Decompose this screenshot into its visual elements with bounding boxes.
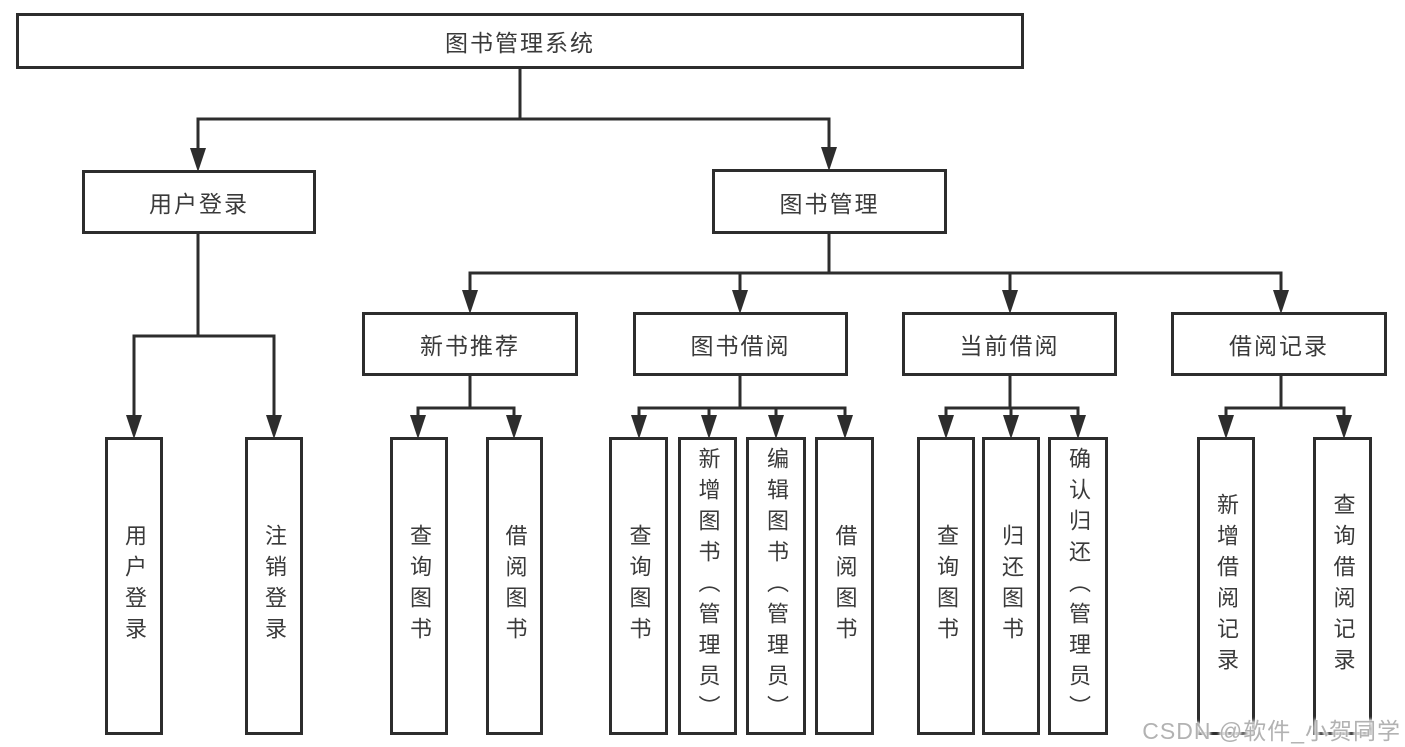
node-user-login: 用户登录 <box>82 170 316 234</box>
arrow-down-icon <box>1218 415 1234 439</box>
connector-lines <box>132 67 1346 422</box>
arrow-down-icon <box>938 415 954 439</box>
arrow-down-icon <box>1336 415 1352 439</box>
arrow-down-icon <box>126 415 142 439</box>
leaf-bb-add-books-admin: 新增图书（管理员） <box>678 437 737 735</box>
node-root-library-management-system: 图书管理系统 <box>16 13 1024 69</box>
leaf-logout: 注销登录 <box>245 437 303 735</box>
node-label: 注销登录 <box>262 524 287 648</box>
node-label: 借阅图书 <box>502 524 528 648</box>
node-label: 查询借阅记录 <box>1330 493 1356 679</box>
node-book-management: 图书管理 <box>712 169 947 234</box>
leaf-br-add-record: 新增借阅记录 <box>1197 437 1255 735</box>
node-label: 新增图书（管理员） <box>695 446 721 726</box>
arrow-down-icon <box>631 415 647 439</box>
node-label: 图书借阅 <box>690 333 791 359</box>
leaf-nbr-query-books: 查询图书 <box>390 437 448 735</box>
arrow-down-icon <box>266 415 282 439</box>
connector-borrow-records-fork <box>1224 375 1346 422</box>
arrow-down-icon <box>732 290 748 314</box>
arrow-down-icon <box>1002 290 1018 314</box>
csdn-watermark: CSDN @软件_小贺同学 <box>1142 718 1401 744</box>
node-label: 借阅记录 <box>1229 333 1329 359</box>
node-label: 确认归还（管理员） <box>1066 446 1091 726</box>
node-label: 用户登录 <box>122 524 147 648</box>
leaf-cb-return-books: 归还图书 <box>982 437 1040 735</box>
connector-new-book-fork <box>416 375 516 422</box>
arrow-down-icon <box>837 415 853 439</box>
node-label: 编辑图书（管理员） <box>764 446 789 726</box>
leaf-bb-borrow-books: 借阅图书 <box>815 437 874 735</box>
arrow-down-icon <box>410 415 426 439</box>
node-borrowing-records: 借阅记录 <box>1171 312 1387 376</box>
node-label: 新增借阅记录 <box>1214 493 1239 679</box>
node-label: 归还图书 <box>999 524 1024 648</box>
arrow-down-icon <box>768 415 784 439</box>
arrow-down-icon <box>701 415 717 439</box>
node-current-borrowing: 当前借阅 <box>902 312 1117 376</box>
arrow-down-icon <box>506 415 522 439</box>
node-book-borrowing: 图书借阅 <box>633 312 848 376</box>
leaf-nbr-borrow-books: 借阅图书 <box>486 437 543 735</box>
node-new-book-recommend: 新书推荐 <box>362 312 578 376</box>
arrow-down-icon <box>1273 290 1289 314</box>
connector-current-borrow-fork <box>944 375 1080 422</box>
leaf-user-login: 用户登录 <box>105 437 163 735</box>
node-label: 当前借阅 <box>959 333 1060 359</box>
arrow-down-icon <box>190 148 206 172</box>
leaf-cb-confirm-return-admin: 确认归还（管理员） <box>1048 437 1108 735</box>
leaf-bb-edit-books-admin: 编辑图书（管理员） <box>746 437 806 735</box>
leaf-bb-query-books: 查询图书 <box>609 437 668 735</box>
connector-book-borrow-fork <box>637 375 847 422</box>
node-label: 图书管理系统 <box>445 30 595 56</box>
arrow-down-icon <box>1003 415 1019 439</box>
connector-root-to-level2 <box>196 67 831 154</box>
node-label: 查询图书 <box>626 524 652 648</box>
arrow-down-icon <box>462 290 478 314</box>
connector-book-mgmt-to-level3 <box>468 232 1283 295</box>
node-label: 借阅图书 <box>832 524 858 648</box>
arrowheads <box>126 147 1352 439</box>
node-label: 查询图书 <box>407 524 432 648</box>
node-label: 图书管理 <box>779 190 880 217</box>
node-label: 新书推荐 <box>420 333 520 359</box>
arrow-down-icon <box>1070 415 1086 439</box>
leaf-cb-query-books: 查询图书 <box>917 437 975 735</box>
connector-user-login-fork <box>132 232 276 420</box>
node-label: 用户登录 <box>149 191 249 217</box>
arrow-down-icon <box>821 147 837 171</box>
leaf-br-query-record: 查询借阅记录 <box>1313 437 1372 735</box>
node-label: 查询图书 <box>934 524 959 648</box>
